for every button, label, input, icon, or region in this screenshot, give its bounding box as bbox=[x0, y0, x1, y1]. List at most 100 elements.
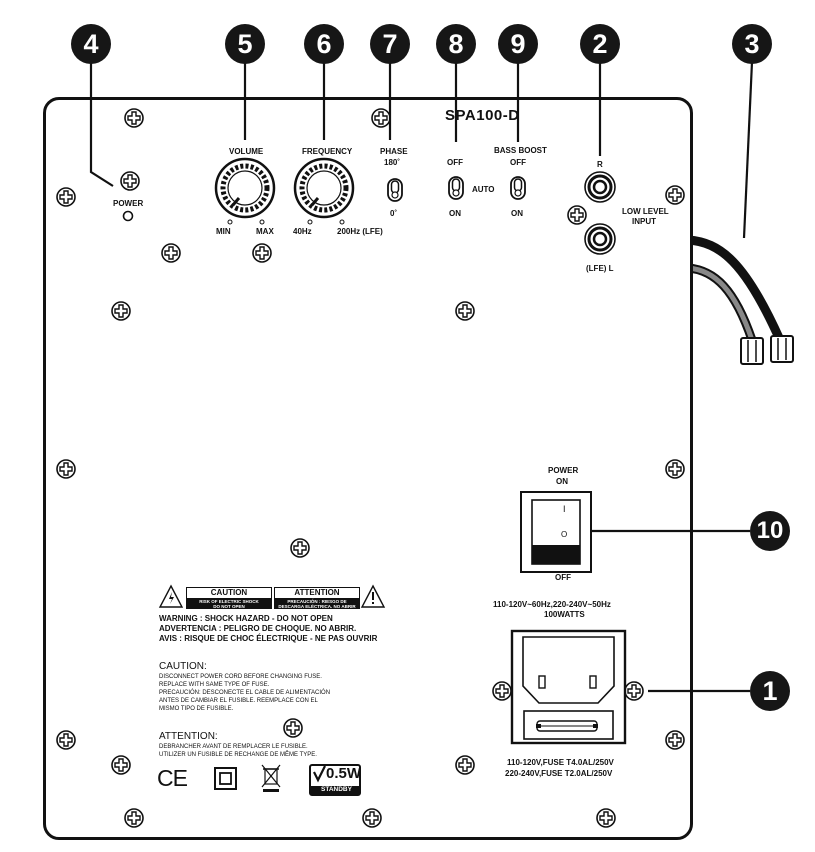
bass-boost-toggle[interactable] bbox=[510, 176, 526, 200]
attention-box-title: ATTENTION bbox=[275, 588, 359, 599]
frequency-label: FREQUENCY bbox=[302, 147, 353, 156]
callout-9: 9 bbox=[498, 24, 538, 64]
caution-line-5: MISMO TIPO DE FUSIBLE. bbox=[159, 706, 234, 712]
input-r-label: R bbox=[597, 160, 603, 169]
phase-top-label: 180˚ bbox=[384, 158, 401, 167]
callout-10: 10 bbox=[750, 511, 790, 551]
screw-icon bbox=[596, 808, 616, 828]
wire-terminal-2 bbox=[770, 335, 794, 363]
low-level-label: LOW LEVEL bbox=[622, 207, 669, 216]
screw-icon bbox=[252, 243, 272, 263]
callout-1: 1 bbox=[750, 671, 790, 711]
frequency-max-label: 200Hz (LFE) bbox=[337, 227, 383, 236]
screw-icon bbox=[567, 205, 587, 225]
screw-icon bbox=[665, 730, 685, 750]
warning-line-3: AVIS : RISQUE DE CHOC ÉLECTRIQUE - NE PA… bbox=[159, 634, 378, 643]
attention-box-sub-1: PRECAUCIÓN : RIESGO DE bbox=[275, 599, 359, 604]
iec-power-inlet[interactable] bbox=[510, 629, 627, 745]
attention-box-sub-2: DESCARGA ELÉCTRICA. NO ABRIR bbox=[275, 604, 359, 609]
rating-voltage: 110-120V~60Hz,220-240V~50Hz bbox=[493, 600, 611, 609]
weee-bin-icon bbox=[261, 764, 281, 792]
frequency-min-label: 40Hz bbox=[293, 227, 312, 236]
auto-bottom-label: ON bbox=[449, 209, 461, 218]
caution-line-2: REPLACE WITH SAME TYPE OF FUSE. bbox=[159, 682, 270, 688]
standby-value: 0.5W bbox=[326, 765, 362, 782]
caution-heading: CAUTION: bbox=[159, 661, 207, 672]
power-switch-label: POWER bbox=[548, 466, 579, 475]
phase-toggle[interactable] bbox=[387, 178, 403, 202]
caution-line-3: PRECAUCIÓN: DESCONECTE EL CABLE DE ALIME… bbox=[159, 690, 331, 696]
screw-icon bbox=[283, 718, 303, 738]
callout-3: 3 bbox=[732, 24, 772, 64]
screw-icon bbox=[362, 808, 382, 828]
warning-line-1: WARNING : SHOCK HAZARD - DO NOT OPEN bbox=[159, 614, 333, 623]
caution-box-sub-1: RISK OF ELECTRIC SHOCK bbox=[187, 599, 271, 604]
ce-mark-icon: CE bbox=[157, 765, 188, 791]
shock-warning-icon bbox=[158, 584, 184, 608]
screw-icon bbox=[624, 681, 644, 701]
power-switch-on-label: ON bbox=[556, 477, 568, 486]
attention-line-1: DEBRANCHER AVANT DE REMPLACER LE FUSIBLE… bbox=[159, 744, 308, 750]
screw-icon bbox=[111, 301, 131, 321]
caution-box: CAUTION RISK OF ELECTRIC SHOCK DO NOT OP… bbox=[186, 587, 272, 609]
screw-icon bbox=[455, 301, 475, 321]
callout-4: 4 bbox=[71, 24, 111, 64]
double-insulation-icon bbox=[214, 767, 237, 790]
callout-2: 2 bbox=[580, 24, 620, 64]
caution-box-sub-2: DO NOT OPEN bbox=[187, 604, 271, 609]
rca-jack-l[interactable] bbox=[584, 223, 616, 255]
callout-leaders bbox=[89, 61, 754, 693]
rocker-on-mark: I bbox=[563, 504, 566, 514]
frequency-knob[interactable] bbox=[293, 157, 355, 219]
attention-heading: ATTENTION: bbox=[159, 731, 218, 742]
screw-icon bbox=[124, 808, 144, 828]
fuse-rating-2: 220-240V,FUSE T2.0AL/250V bbox=[505, 769, 613, 778]
model-name: SPA100-D bbox=[445, 107, 520, 124]
screw-icon bbox=[56, 459, 76, 479]
callout-8: 8 bbox=[436, 24, 476, 64]
caution-line-4: ANTES DE CAMBIAR EL FUSIBLE. REEMPLACE C… bbox=[159, 698, 318, 704]
bass-boost-label: BASS BOOST bbox=[494, 146, 547, 155]
screw-icon bbox=[665, 459, 685, 479]
wire-terminal-1 bbox=[740, 337, 764, 365]
screw-icon bbox=[665, 185, 685, 205]
screw-icon bbox=[161, 243, 181, 263]
volume-knob[interactable] bbox=[214, 157, 276, 219]
phase-label: PHASE bbox=[380, 147, 408, 156]
rating-watts: 100WATTS bbox=[544, 610, 585, 619]
rca-jack-r[interactable] bbox=[584, 171, 616, 203]
volume-min-label: MIN bbox=[216, 227, 231, 236]
standby-label: STANDBY bbox=[321, 786, 352, 793]
volume-label: VOLUME bbox=[229, 147, 264, 156]
screw-icon bbox=[111, 755, 131, 775]
caution-line-1: DISCONNECT POWER CORD BEFORE CHANGING FU… bbox=[159, 674, 322, 680]
screw-icon bbox=[120, 171, 140, 191]
power-led-label: POWER bbox=[113, 199, 144, 208]
callout-6: 6 bbox=[304, 24, 344, 64]
screw-icon bbox=[290, 538, 310, 558]
standby-badge-icon bbox=[309, 764, 361, 796]
fuse-rating-1: 110-120V,FUSE T4.0AL/250V bbox=[507, 758, 614, 767]
callout-7: 7 bbox=[370, 24, 410, 64]
bass-boost-bottom-label: ON bbox=[511, 209, 523, 218]
power-rocker-switch[interactable] bbox=[520, 491, 592, 573]
auto-top-label: OFF bbox=[447, 158, 463, 167]
callout-5: 5 bbox=[225, 24, 265, 64]
rocker-off-mark: O bbox=[561, 530, 568, 539]
auto-side-label: AUTO bbox=[472, 185, 495, 194]
input-label: INPUT bbox=[632, 217, 656, 226]
screw-icon bbox=[56, 730, 76, 750]
screw-icon bbox=[371, 108, 391, 128]
screw-icon bbox=[124, 108, 144, 128]
screw-icon bbox=[455, 755, 475, 775]
power-led bbox=[122, 210, 134, 222]
attention-line-2: UTILIZER UN FUSIBLE DE RECHANGE DE MÊME … bbox=[159, 752, 317, 758]
screw-icon bbox=[492, 681, 512, 701]
auto-toggle[interactable] bbox=[448, 176, 464, 200]
power-switch-off-label: OFF bbox=[555, 573, 571, 582]
screw-icon bbox=[56, 187, 76, 207]
input-l-label: (LFE) L bbox=[586, 264, 614, 273]
phase-bottom-label: 0˚ bbox=[390, 209, 398, 218]
